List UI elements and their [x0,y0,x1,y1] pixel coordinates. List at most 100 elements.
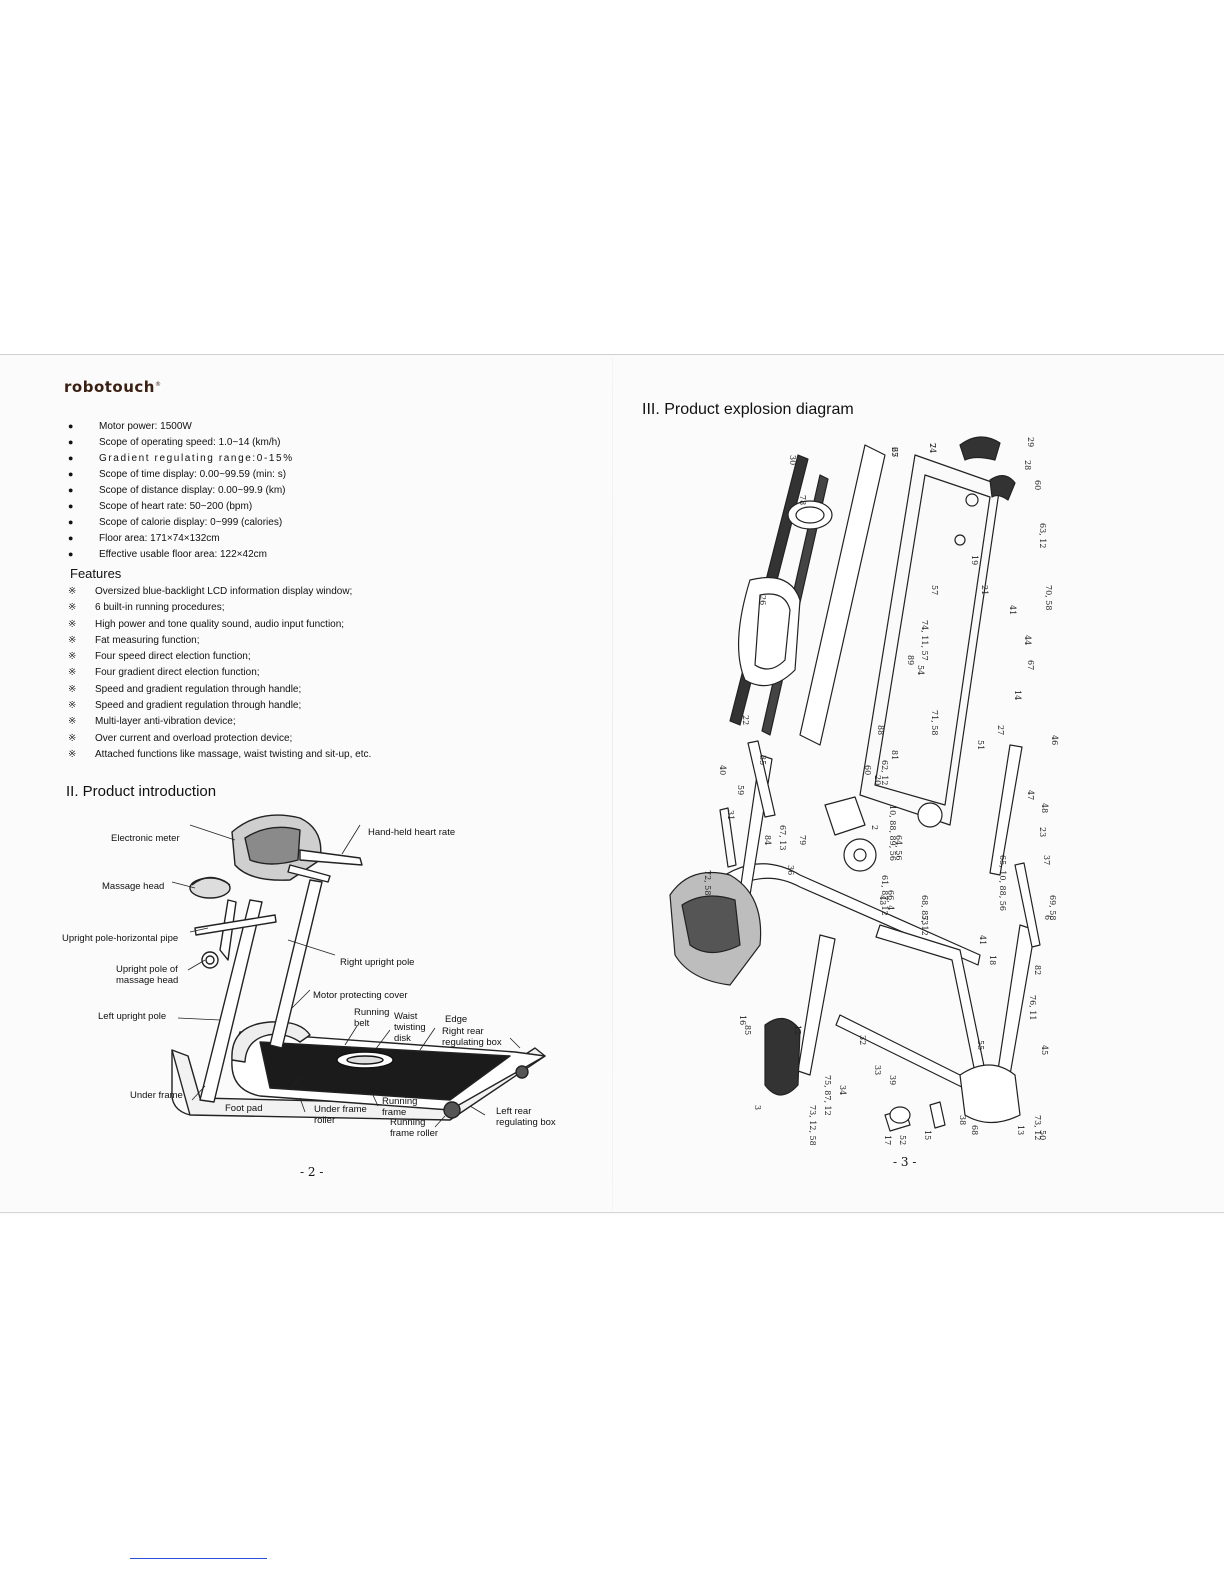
part-number-label: 21 [980,585,989,595]
part-number-label: 31 [726,810,735,820]
callout-running-frame-roller: Running frame roller [390,1117,439,1139]
part-number-label: 75, 87, 12 [823,1075,832,1116]
callout-under-frame: Under frame [130,1090,183,1101]
part-number-label: 52 [898,1135,907,1145]
part-number-label: 71, 58 [930,710,939,735]
part-number-label: 84 [763,835,772,845]
spec-text: Scope of heart rate: 50~200 (bpm) [99,501,253,512]
part-number-label: 14 [1013,690,1022,700]
part-number-label: 53 [920,915,929,925]
explosion-diagram-heading: III. Product explosion diagram [642,401,854,418]
spec-item: ●Scope of operating speed: 1.0~14 (km/h) [68,434,294,450]
callout-right-upright-pole: Right upright pole [340,957,415,968]
callout-running-frame: Running frame [382,1096,418,1118]
part-number-label: 60 [863,765,872,775]
callout-motor-protecting-cover: Motor protecting cover [313,990,408,1001]
part-number-label: 59 [736,785,745,795]
spec-item: ●Scope of calorie display: 0~999 (calori… [68,514,294,530]
feature-text: Fat measuring function; [95,634,200,646]
part-number-label: 25 [890,447,899,457]
bullet-icon: ● [68,453,74,463]
bullet-icon: ● [68,533,74,543]
callout-electronic-meter: Electronic meter [111,833,180,844]
part-number-label: 36 [786,865,795,875]
part-number-label: 37 [1042,855,1051,865]
part-number-label: 74, 11, 57 [920,620,929,661]
part-number-label: 38 [958,1115,967,1125]
bullet-icon: ● [68,485,74,495]
page-number-right: - 3 - [893,1155,917,1169]
spec-text: Scope of distance display: 0.00~99.9 (km… [99,485,286,496]
feature-item: ※ Speed and gradient regulation through h… [68,682,371,698]
bullet-icon: ● [68,421,74,431]
part-number-label: 30 [788,455,797,465]
feature-text: Speed and gradient regulation through ha… [95,683,302,695]
page-number-left: - 2 - [300,1165,324,1179]
spec-text: Motor power: 1500W [99,421,192,432]
reference-mark-icon: ※ [68,586,77,597]
callout-waist-twisting-disk: Waist twisting disk [394,1011,426,1044]
part-number-label: 16 [738,1015,747,1025]
part-number-label: 72, 58 [703,870,712,895]
bullet-icon: ● [68,549,74,559]
reference-mark-icon: ※ [68,683,77,695]
part-number-label: 40 [718,765,727,775]
part-number-label: 79 [798,835,807,845]
feature-text: Four gradient direct election function; [95,667,260,679]
reference-mark-icon: ※ [68,634,77,646]
spec-item: ● Motor power: 1500W [68,418,294,434]
part-number-label: 32 [858,1035,867,1045]
part-number-label: 62, 12 [880,760,889,785]
callout-left-rear-regulating-box: Left rear regulating box [496,1106,556,1128]
callout-upright-pole-horizontal-pipe: Upright pole-horizontal pipe [62,933,179,944]
bullet-icon: ● [68,437,74,447]
part-number-label: 18 [988,955,997,965]
brand-logo: robotouch® [64,378,162,396]
reference-mark-icon: ※ [68,748,77,760]
part-number-label: 68, 87, 12 [920,895,929,936]
product-introduction-heading: II. Product introduction [66,783,217,800]
part-number-label: 2 [870,825,879,830]
spec-text: Scope of time display: 0.00~99.59 (min: … [99,469,287,480]
brand-text: robotouch [64,378,155,396]
page-fold [612,356,613,1212]
part-number-label: 67 [890,447,899,457]
feature-item: ※Attached functions like massage, waist … [68,747,371,763]
feature-item: ※ 6 built-in running procedures; [68,600,371,616]
part-number-label: 33 [873,1065,882,1075]
part-number-label: 28 [1023,460,1032,470]
reference-mark-icon: ※ [68,716,77,728]
feature-text: Multi-layer anti-vibration device; [95,716,236,728]
spec-item: ●Scope of heart rate: 50~200 (bpm) [68,498,294,514]
feature-text: Oversized blue-backlight LCD information… [95,586,353,597]
bullet-icon: ● [68,469,74,479]
spec-text: Gradient regulating range:0-15% [99,453,294,464]
part-number-label: 3 [753,1105,762,1110]
part-number-label: 51 [976,740,985,750]
callout-hand-held-heart-rate: Hand-held heart rate [368,827,456,838]
part-number-label: 81 [890,750,899,760]
part-number-label: 41 [978,935,987,945]
part-number-label: 85 [743,1025,752,1035]
part-number-label: 67, 13 [778,825,787,850]
feature-text: 6 built-in running procedures; [95,602,225,614]
reference-mark-icon: ※ [68,700,77,712]
bullet-icon: ● [68,517,74,527]
page-top-edge [0,354,1224,355]
part-number-label: 6 [1043,915,1052,920]
feature-list: ※ Oversized blue-backlight LCD informatio… [68,584,371,763]
treadmill-illustration [171,814,546,1128]
feature-text: Speed and gradient regulation through ha… [95,700,302,712]
part-number-label: 43 [878,895,887,905]
reference-mark-icon: ※ [68,602,77,614]
callout-upright-pole-of-massage-head: Upright pole of massage head [116,964,179,986]
part-number-label: 64, 56 [894,835,903,860]
part-number-label: 73, 12, 58 [808,1105,817,1145]
part-number-label: 45 [1040,1045,1049,1055]
part-number-label: 15 [923,1130,932,1140]
part-number-label: 50 [1038,1130,1047,1140]
part-number-label: 20 [873,775,882,785]
part-number-label: 27 [996,725,1005,735]
part-number-label: 65, 10, 88, 56 [998,855,1007,911]
part-number-label: 67 [1026,660,1035,670]
